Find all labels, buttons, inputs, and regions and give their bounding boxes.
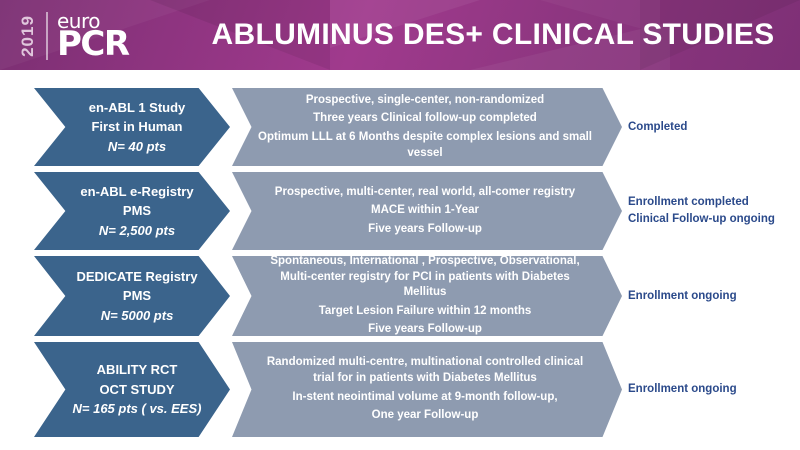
- status-badge: Enrollment ongoing: [628, 342, 796, 437]
- study-name-chevron: ABILITY RCT OCT STUDY N= 165 pts ( vs. E…: [34, 342, 230, 437]
- study-name-chevron: en-ABL e-Registry PMS N= 2,500 pts: [34, 172, 230, 250]
- study-title-line2: PMS: [122, 203, 152, 219]
- logo-pcr-text: PCR: [57, 23, 130, 64]
- status-line: Enrollment completed: [628, 196, 749, 209]
- status-line: Enrollment ongoing: [628, 289, 737, 302]
- study-enrollment-count: N= 40 pts: [107, 138, 167, 154]
- study-title-line2: First in Human: [91, 119, 183, 135]
- study-row: ABILITY RCT OCT STUDY N= 165 pts ( vs. E…: [0, 342, 800, 437]
- study-detail-line: Optimum LLL at 6 Months despite complex …: [258, 131, 592, 159]
- study-enrollment-count: N= 165 pts ( vs. EES): [72, 401, 202, 417]
- study-name-chevron: DEDICATE Registry PMS N= 5000 pts: [34, 256, 230, 336]
- study-title-line1: ABILITY RCT: [96, 362, 178, 378]
- status-line: Completed: [628, 120, 688, 133]
- study-details-chevron: Spontaneous, International , Prospective…: [232, 256, 622, 336]
- study-detail-line: Five years Follow-up: [368, 222, 482, 235]
- studies-list: en-ABL 1 Study First in Human N= 40 pts …: [0, 70, 800, 450]
- study-row: DEDICATE Registry PMS N= 5000 pts Sponta…: [0, 256, 800, 336]
- study-detail-line: MACE within 1-Year: [371, 204, 479, 217]
- status-badge: Enrollment completed Clinical Follow-up …: [628, 172, 796, 250]
- study-details-chevron: Randomized multi-centre, multinational c…: [232, 342, 622, 437]
- study-detail-line: One year Follow-up: [371, 409, 479, 422]
- study-detail-line: Randomized multi-centre, multinational c…: [266, 356, 584, 384]
- page-title: ABLUMINUS DES+ CLINICAL STUDIES: [211, 18, 775, 51]
- slide-header: 2019 euro PCR ABLUMINUS DES+ CLINICAL ST…: [0, 0, 800, 70]
- study-row: en-ABL 1 Study First in Human N= 40 pts …: [0, 88, 800, 166]
- logo-wordmark: euro PCR: [57, 9, 130, 64]
- logo-year-label: 2019: [18, 15, 37, 57]
- study-row: en-ABL e-Registry PMS N= 2,500 pts Prosp…: [0, 172, 800, 250]
- study-detail-line: Three years Clinical follow-up completed: [313, 112, 537, 125]
- study-title-line2: OCT STUDY: [99, 381, 175, 397]
- study-enrollment-count: N= 5000 pts: [100, 307, 174, 323]
- europcr-logo: 2019 euro PCR: [18, 8, 130, 64]
- study-detail-line: In-stent neointimal volume at 9-month fo…: [292, 390, 558, 403]
- study-title-line1: en-ABL 1 Study: [88, 99, 186, 115]
- status-line: Enrollment ongoing: [628, 383, 737, 396]
- status-badge: Completed: [628, 88, 796, 166]
- logo-divider: [46, 12, 48, 60]
- study-detail-line: Five years Follow-up: [368, 323, 482, 336]
- study-detail-line: Target Lesion Failure within 12 months: [318, 304, 532, 317]
- study-detail-line: Prospective, single-center, non-randomiz…: [305, 93, 545, 106]
- study-title-line2: PMS: [122, 288, 152, 304]
- study-name-chevron: en-ABL 1 Study First in Human N= 40 pts: [34, 88, 230, 166]
- status-line: Clinical Follow-up ongoing: [628, 213, 775, 225]
- study-details-chevron: Prospective, multi-center, real world, a…: [232, 172, 622, 250]
- status-badge: Enrollment ongoing: [628, 256, 796, 336]
- study-detail-line: Prospective, multi-center, real world, a…: [274, 185, 576, 198]
- study-title-line1: DEDICATE Registry: [76, 268, 198, 284]
- logo-euro-text: euro: [57, 9, 100, 34]
- study-detail-line: Spontaneous, International , Prospective…: [270, 255, 580, 299]
- study-enrollment-count: N= 2,500 pts: [98, 222, 176, 238]
- study-details-chevron: Prospective, single-center, non-randomiz…: [232, 88, 622, 166]
- study-title-line1: en-ABL e-Registry: [80, 183, 194, 199]
